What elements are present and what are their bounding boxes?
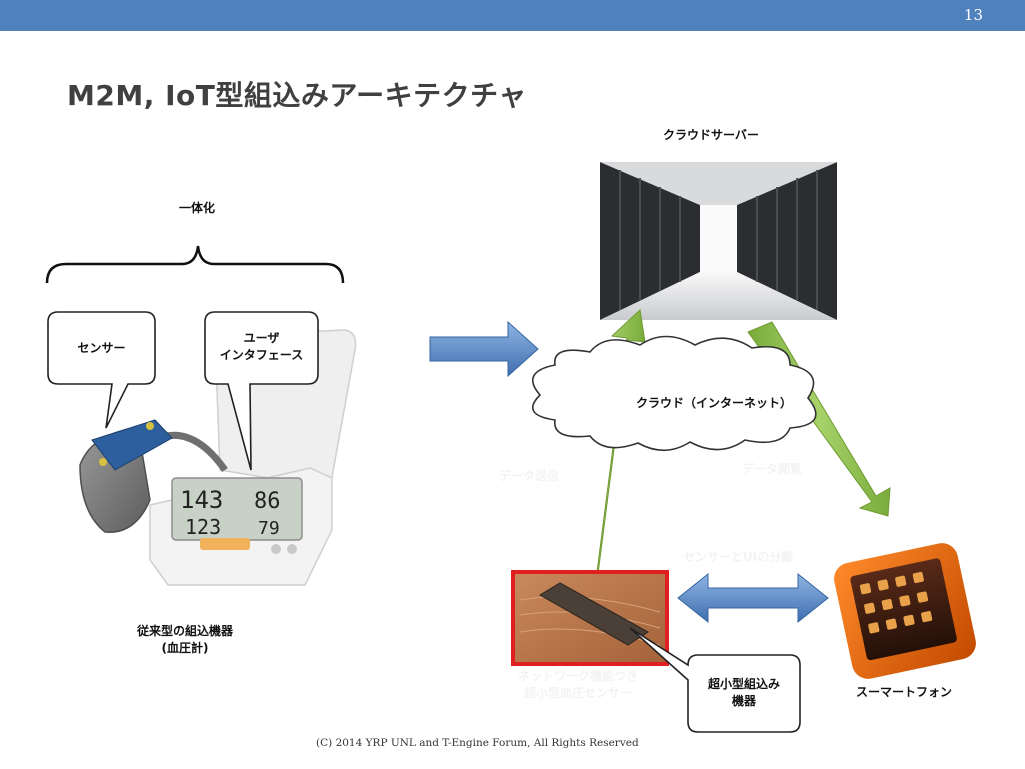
page-number: 13 xyxy=(963,6,983,24)
display-pulse: 79 xyxy=(258,518,280,539)
cloud-server-label: クラウドサーバー xyxy=(663,128,759,142)
integration-label: 一体化 xyxy=(179,201,216,215)
data-send-label: データ送信 xyxy=(499,469,560,483)
top-bar: 13 xyxy=(0,0,1025,31)
display-secondary: 123 xyxy=(185,515,221,539)
smartphone-label: スーマートフォン xyxy=(856,685,953,699)
separation-label: センサーとUIの分離 xyxy=(683,550,794,564)
callout-sensor-text: センサー xyxy=(77,341,126,355)
data-view-label: データ閲覧 xyxy=(742,462,803,476)
callout-sensor-bubble xyxy=(47,311,156,429)
cloud-shape xyxy=(531,335,817,452)
display-diastolic: 86 xyxy=(254,489,281,514)
callout-small-device-text: 超小型組込み 機器 xyxy=(688,676,800,710)
integration-brace xyxy=(45,245,345,284)
cloud-label: クラウド（インターネット） xyxy=(636,396,793,410)
sensor-caption-line1: ネットワーク機能つき xyxy=(517,669,638,683)
callout-ui-line1: ユーザ xyxy=(243,331,280,345)
display-systolic: 143 xyxy=(180,486,223,514)
callout-small-line1: 超小型組込み xyxy=(707,677,780,691)
blue-double-arrow xyxy=(677,572,829,624)
sensor-caption: ネットワーク機能つき 超小型血圧センサー xyxy=(498,668,658,702)
device-label-line2: (血圧計) xyxy=(161,641,209,655)
micro-sensor-image xyxy=(511,570,669,666)
sensor-caption-line2: 超小型血圧センサー xyxy=(523,686,632,700)
callout-small-line2: 機器 xyxy=(731,694,756,708)
device-label-line1: 従来型の組込機器 xyxy=(136,624,233,638)
slide-title: M2M, IoT型組込みアーキテクチャ xyxy=(67,79,527,112)
smartphone-image xyxy=(834,543,976,679)
blue-right-arrow xyxy=(429,320,539,378)
callout-ui-line2: インタフェース xyxy=(219,348,304,362)
callout-ui-bubble xyxy=(204,311,319,471)
callout-small-device-bubble xyxy=(629,627,801,733)
green-arrow-data-send xyxy=(567,308,646,575)
server-room-image xyxy=(600,162,837,320)
copyright-footer: (C) 2014 YRP UNL and T-Engine Forum, All… xyxy=(316,737,639,749)
callout-ui-text: ユーザ インタフェース xyxy=(205,330,318,364)
device-label: 従来型の組込機器 (血圧計) xyxy=(100,623,270,657)
